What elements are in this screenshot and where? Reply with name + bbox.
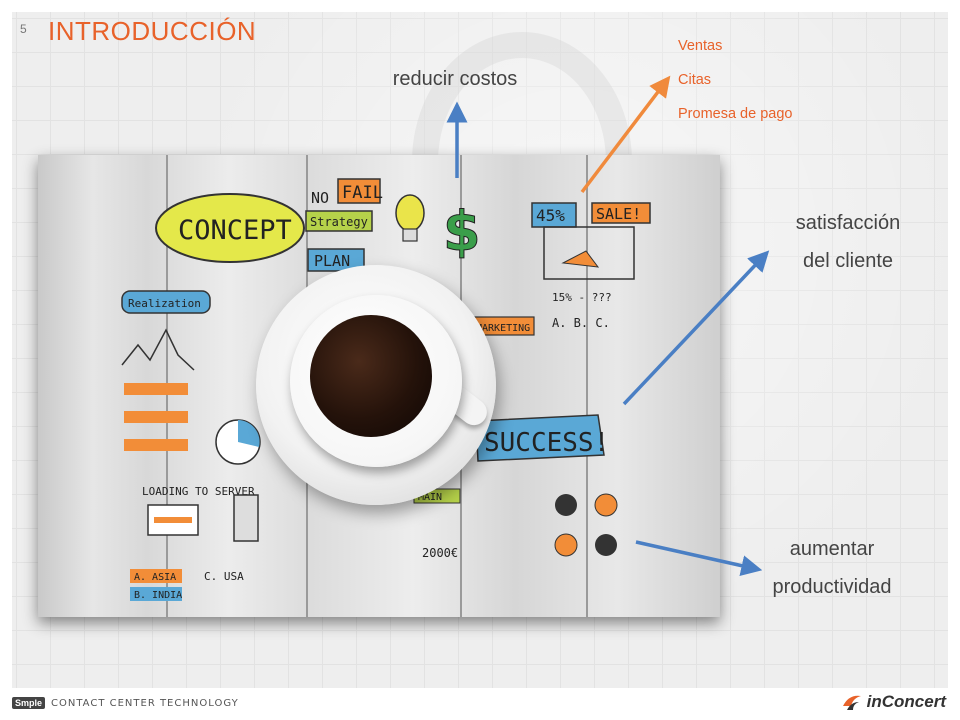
pie-slice-shape — [238, 420, 260, 447]
sketch-abc-text: A. B. C. — [552, 316, 610, 330]
sketch-strategy-text: Strategy — [310, 215, 368, 229]
mini-pie-shape — [555, 494, 577, 516]
sale-box-shape — [591, 202, 651, 224]
lightbulb-icon — [395, 194, 425, 232]
footer-brand-right: inConcert — [841, 692, 946, 712]
sales-item-ventas: Ventas — [678, 38, 723, 54]
footer: Smple CONTACT CENTER TECHNOLOGY inConcer… — [0, 688, 960, 720]
india-box-shape — [130, 587, 182, 601]
label-satisfaccion-line1: satisfacción — [795, 212, 901, 234]
label-productividad-line1: aumentar — [789, 538, 875, 560]
realization-box-shape — [121, 290, 211, 314]
sketch-ratio-text: 15% - ??? — [552, 291, 612, 304]
sketch-asia-text: A. ASIA — [134, 572, 176, 583]
footer-tagline: CONTACT CENTER TECHNOLOGY — [51, 697, 239, 709]
dollar-icon: $ — [443, 200, 481, 263]
sales-item-citas: Citas — [678, 72, 712, 88]
coffee-liquid — [310, 315, 432, 437]
sketch-amount-text: 2000€ — [422, 546, 458, 560]
orange-bar-shape — [124, 383, 188, 395]
sketch-loading-text: LOADING TO SERVER — [142, 485, 255, 498]
sketch-realization-text: Realization — [128, 297, 201, 310]
wood-plank-line — [586, 155, 588, 617]
sketch-india-text: B. INDIA — [134, 590, 182, 601]
chart-box-shape — [543, 226, 635, 280]
inconcert-logo-text: inConcert — [866, 692, 946, 711]
sales-items-list: Ventas Citas Promesa de pago — [678, 32, 792, 134]
mini-pie-shape — [595, 534, 617, 556]
concept-cloud-shape — [155, 193, 305, 263]
asia-box-shape — [130, 569, 182, 583]
orange-bar-shape — [124, 439, 188, 451]
sketch-marketing-text: MARKETING — [476, 323, 530, 334]
label-productividad: aumentar productividad — [740, 530, 924, 606]
server-icon — [233, 494, 259, 542]
sketch-success-text: SUCCESS! — [484, 428, 609, 458]
sketch-no-text: NO — [311, 189, 329, 207]
loading-bar-shape — [154, 517, 192, 523]
label-satisfaccion-line2: del cliente — [802, 250, 894, 272]
line-chart-sketch-shape — [121, 328, 195, 371]
page-number: 5 — [20, 22, 27, 36]
footer-brand-left: Smple CONTACT CENTER TECHNOLOGY — [12, 697, 239, 709]
sketch-main-text: MAIN — [418, 492, 442, 503]
lightbulb-base-shape — [402, 228, 418, 242]
pie-sketch-shape — [561, 250, 600, 268]
slide-title: INTRODUCCIÓN — [48, 16, 257, 46]
sales-item-promesa: Promesa de pago — [678, 106, 793, 122]
label-satisfaccion: satisfacción del cliente — [760, 204, 936, 280]
sketch-percent-text: 45% — [536, 206, 565, 225]
strategy-box-shape — [305, 210, 373, 232]
label-reducir-costos-text: reducir costos — [392, 68, 518, 90]
mini-pie-shape — [554, 533, 578, 557]
coffee-concept-photo: CONCEPT FAIL NO Strategy PLAN $ 45% SALE… — [38, 155, 720, 617]
sketch-concept-text: CONCEPT — [178, 215, 292, 246]
sketch-usa-text: C. USA — [204, 570, 244, 583]
inconcert-logo-icon — [842, 695, 861, 710]
fail-box-shape — [337, 178, 381, 204]
label-reducir-costos: reducir costos — [360, 60, 550, 98]
mini-pie-shape — [594, 493, 618, 517]
smple-logo: Smple — [12, 697, 46, 709]
sketch-plan-text: PLAN — [314, 252, 350, 270]
label-productividad-line2: productividad — [772, 576, 892, 598]
sketch-sale-text: SALE! — [596, 205, 641, 223]
sketch-drawings: CONCEPT FAIL NO Strategy PLAN $ 45% SALE… — [121, 178, 651, 601]
sketch-fail-text: FAIL — [342, 183, 383, 203]
orange-bar-shape — [124, 411, 188, 423]
